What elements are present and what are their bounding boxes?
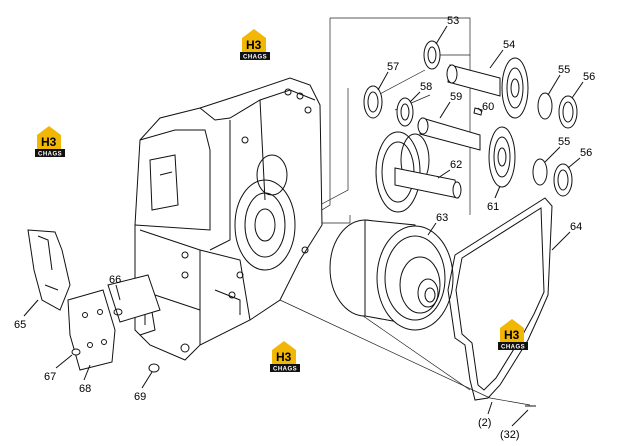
bracket-assembly-65 — [27, 229, 71, 311]
part-label-32: (32) — [500, 429, 520, 441]
logo-text: CHAGS — [501, 345, 525, 351]
logo-mark: H3 — [41, 135, 57, 149]
logo-mark: H3 — [246, 38, 262, 52]
part-label-55b: 55 — [558, 136, 570, 148]
part-label-61: 61 — [487, 201, 499, 213]
clutch-pack-63 — [329, 219, 454, 331]
gear-62 — [375, 131, 462, 213]
part-label-68: 68 — [79, 383, 91, 395]
logo-mark: H3 — [504, 328, 520, 342]
part-label-2: (2) — [478, 417, 491, 429]
part-label-58: 58 — [420, 81, 432, 93]
part-label-59: 59 — [450, 91, 462, 103]
bolt-69 — [148, 363, 160, 373]
part-label-54: 54 — [503, 39, 515, 51]
part-label-69: 69 — [134, 391, 146, 403]
part-label-55: 55 — [558, 64, 570, 76]
logo-text: CHAGS — [273, 367, 297, 373]
lower-shaft-59 — [417, 107, 516, 188]
part-label-56b: 56 — [580, 147, 592, 159]
part-label-56: 56 — [583, 71, 595, 83]
part-label-57: 57 — [387, 61, 399, 73]
seals-and-rings — [363, 40, 578, 197]
part-label-65: 65 — [14, 319, 26, 331]
part-label-62: 62 — [450, 159, 462, 171]
gasket-64 — [447, 197, 553, 401]
bolt-67 — [71, 348, 81, 356]
part-label-53: 53 — [447, 15, 459, 27]
part-label-63: 63 — [436, 212, 448, 224]
part-label-64: 64 — [570, 221, 582, 233]
part-label-66: 66 — [109, 274, 121, 286]
part-labels: 53 54 55 56 57 58 59 60 55 56 62 61 63 6… — [14, 15, 595, 441]
logo-mark: H3 — [276, 350, 292, 364]
transmission-housing — [134, 77, 323, 361]
part-label-67: 67 — [44, 371, 56, 383]
logo-text: CHAGS — [38, 152, 62, 158]
label-leaders — [23, 25, 584, 427]
leader-lines — [279, 17, 531, 406]
logo-text: CHAGS — [243, 55, 267, 61]
part-label-60: 60 — [482, 101, 494, 113]
plate-68 — [67, 289, 116, 371]
valve-block — [107, 274, 161, 323]
upper-shaft-54 — [446, 57, 529, 119]
